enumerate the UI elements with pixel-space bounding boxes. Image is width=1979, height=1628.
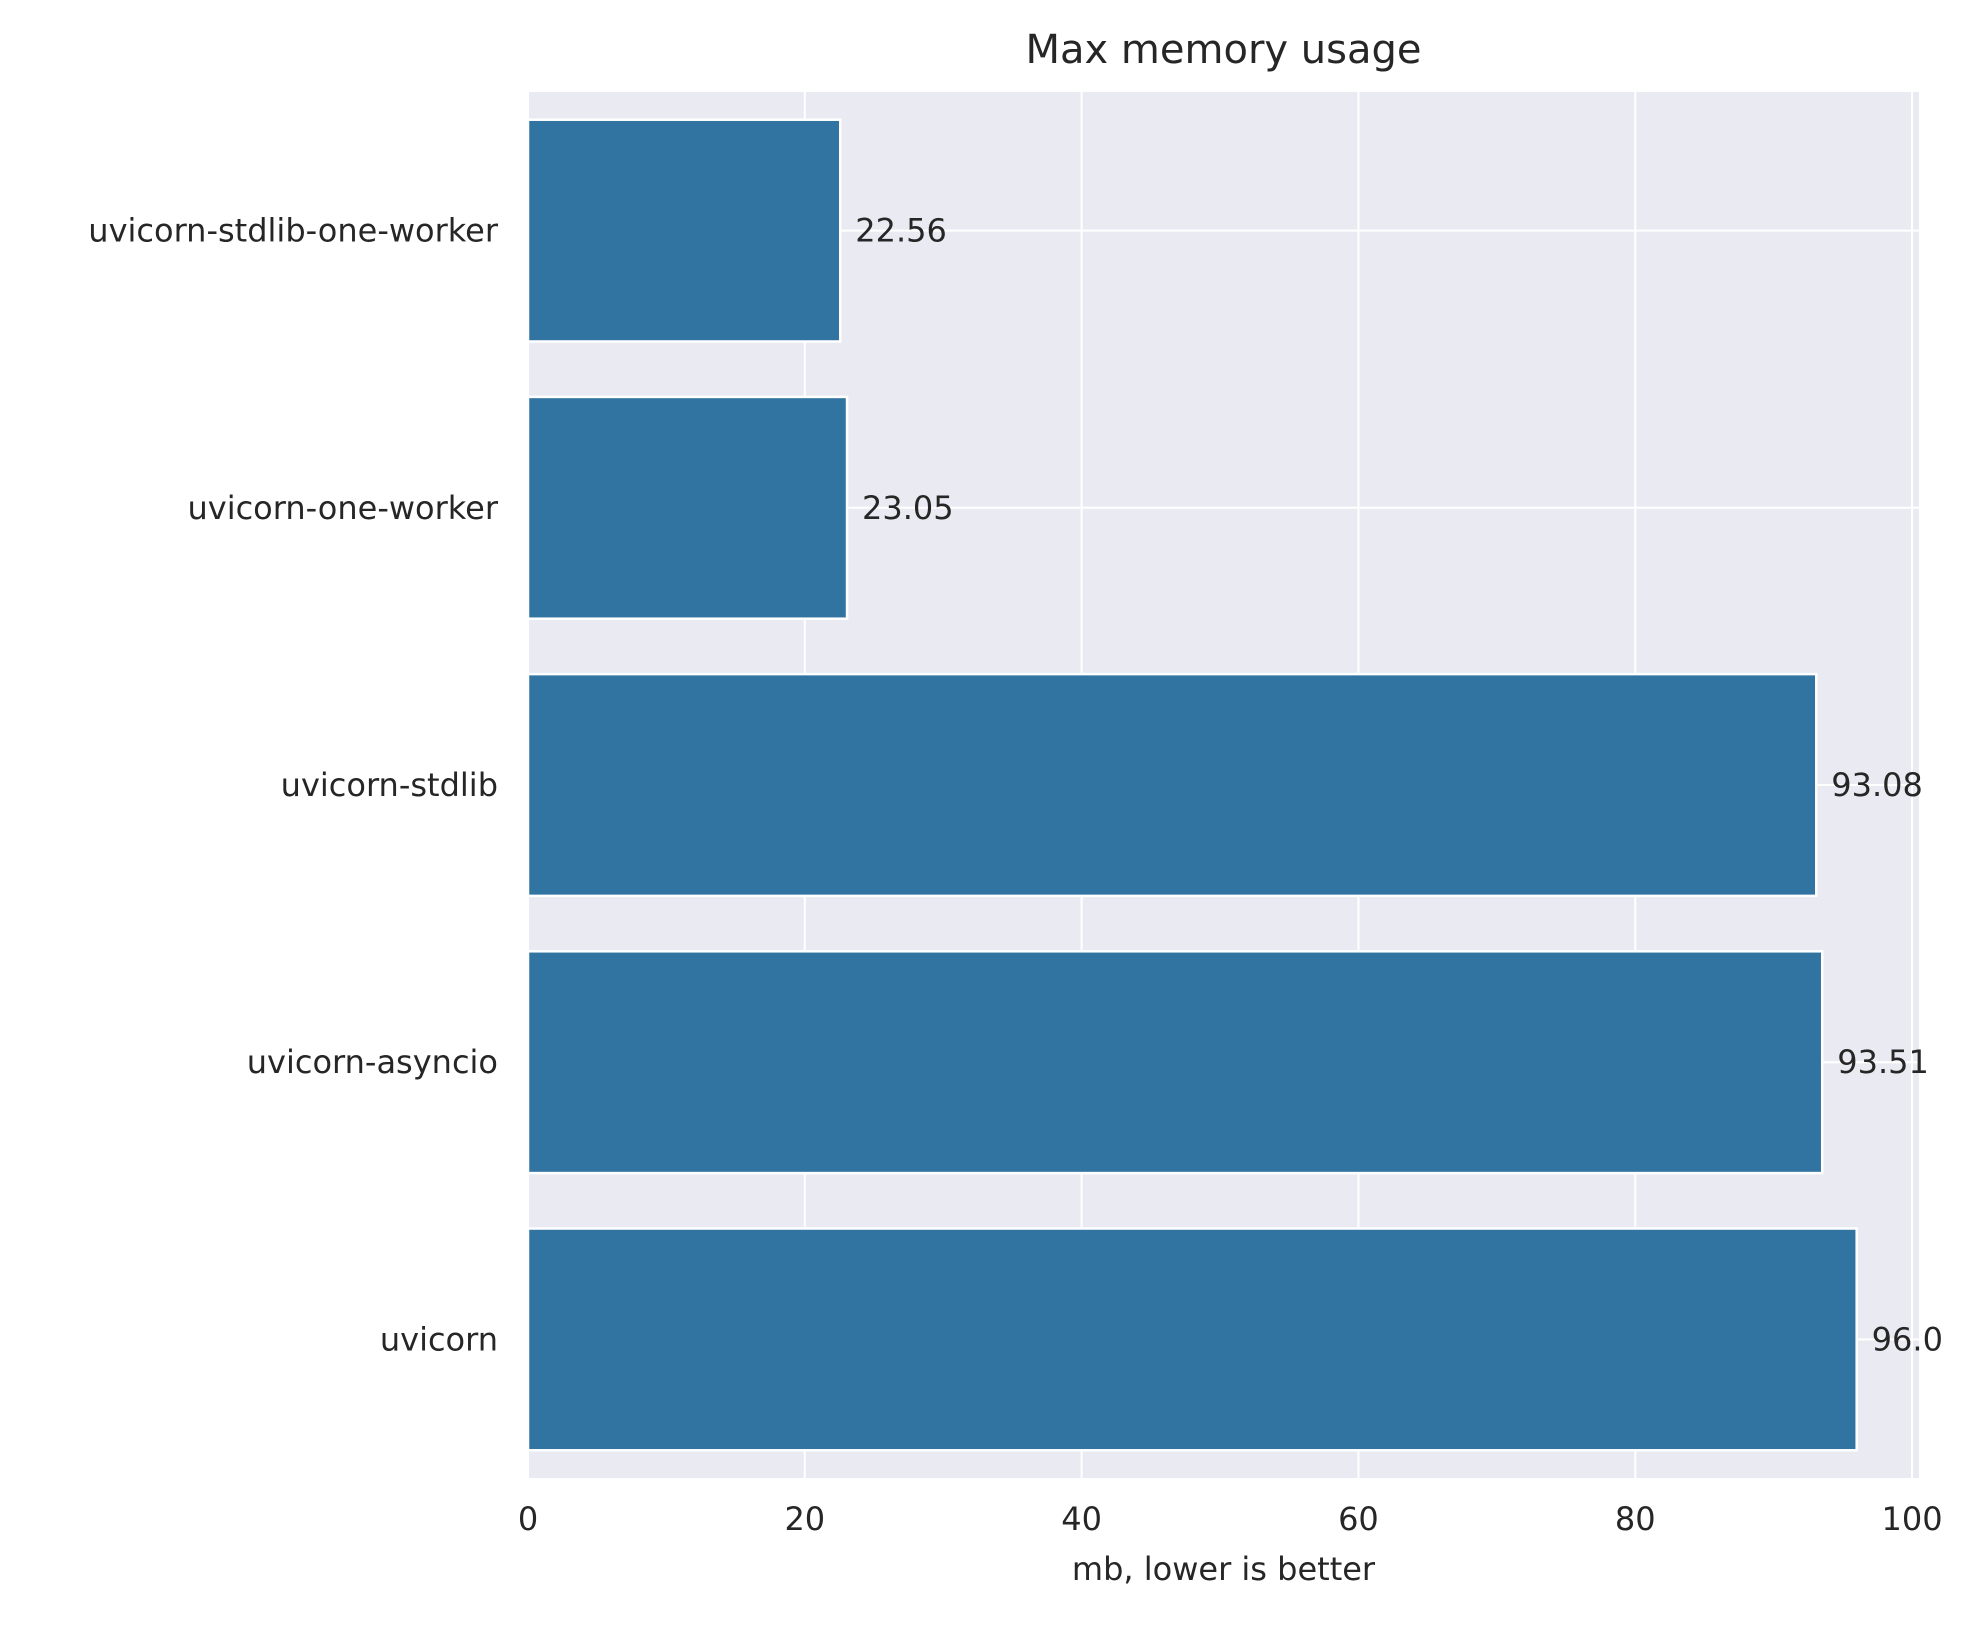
data-label-uvicorn-stdlib-one-worker: 22.56 xyxy=(855,212,947,250)
x-axis-label: mb, lower is better xyxy=(1072,1550,1376,1588)
data-label-uvicorn-asyncio: 93.51 xyxy=(1837,1043,1929,1081)
x-tick-labels: 0 20 40 60 80 100 xyxy=(518,1500,1943,1538)
data-label-uvicorn-stdlib: 93.08 xyxy=(1831,766,1923,804)
category-label-uvicorn-stdlib-one-worker: uvicorn-stdlib-one-worker xyxy=(88,212,499,250)
category-label-uvicorn-stdlib: uvicorn-stdlib xyxy=(281,766,498,804)
bars xyxy=(526,118,1858,1452)
chart-title: Max memory usage xyxy=(1026,27,1422,73)
x-tick-label-100: 100 xyxy=(1882,1500,1943,1538)
category-label-uvicorn-asyncio: uvicorn-asyncio xyxy=(247,1043,498,1081)
bar-uvicorn xyxy=(526,1227,1858,1452)
x-tick-label-0: 0 xyxy=(518,1500,538,1538)
data-label-uvicorn-one-worker: 23.05 xyxy=(862,489,954,527)
category-label-uvicorn: uvicorn xyxy=(380,1320,498,1358)
category-labels: uvicorn-stdlib-one-worker uvicorn-one-wor… xyxy=(88,212,499,1359)
category-label-uvicorn-one-worker: uvicorn-one-worker xyxy=(187,489,498,527)
x-tick-label-60: 60 xyxy=(1338,1500,1379,1538)
bar-uvicorn-stdlib-one-worker xyxy=(526,118,842,343)
x-tick-label-20: 20 xyxy=(784,1500,825,1538)
bar-uvicorn-asyncio xyxy=(526,950,1824,1175)
data-labels: 22.56 23.05 93.08 93.51 96.0 xyxy=(855,212,1943,1359)
bar-uvicorn-stdlib xyxy=(526,672,1818,898)
data-label-uvicorn: 96.0 xyxy=(1872,1320,1943,1358)
bar-uvicorn-one-worker xyxy=(526,395,849,620)
x-tick-label-80: 80 xyxy=(1615,1500,1656,1538)
x-tick-label-40: 40 xyxy=(1061,1500,1102,1538)
